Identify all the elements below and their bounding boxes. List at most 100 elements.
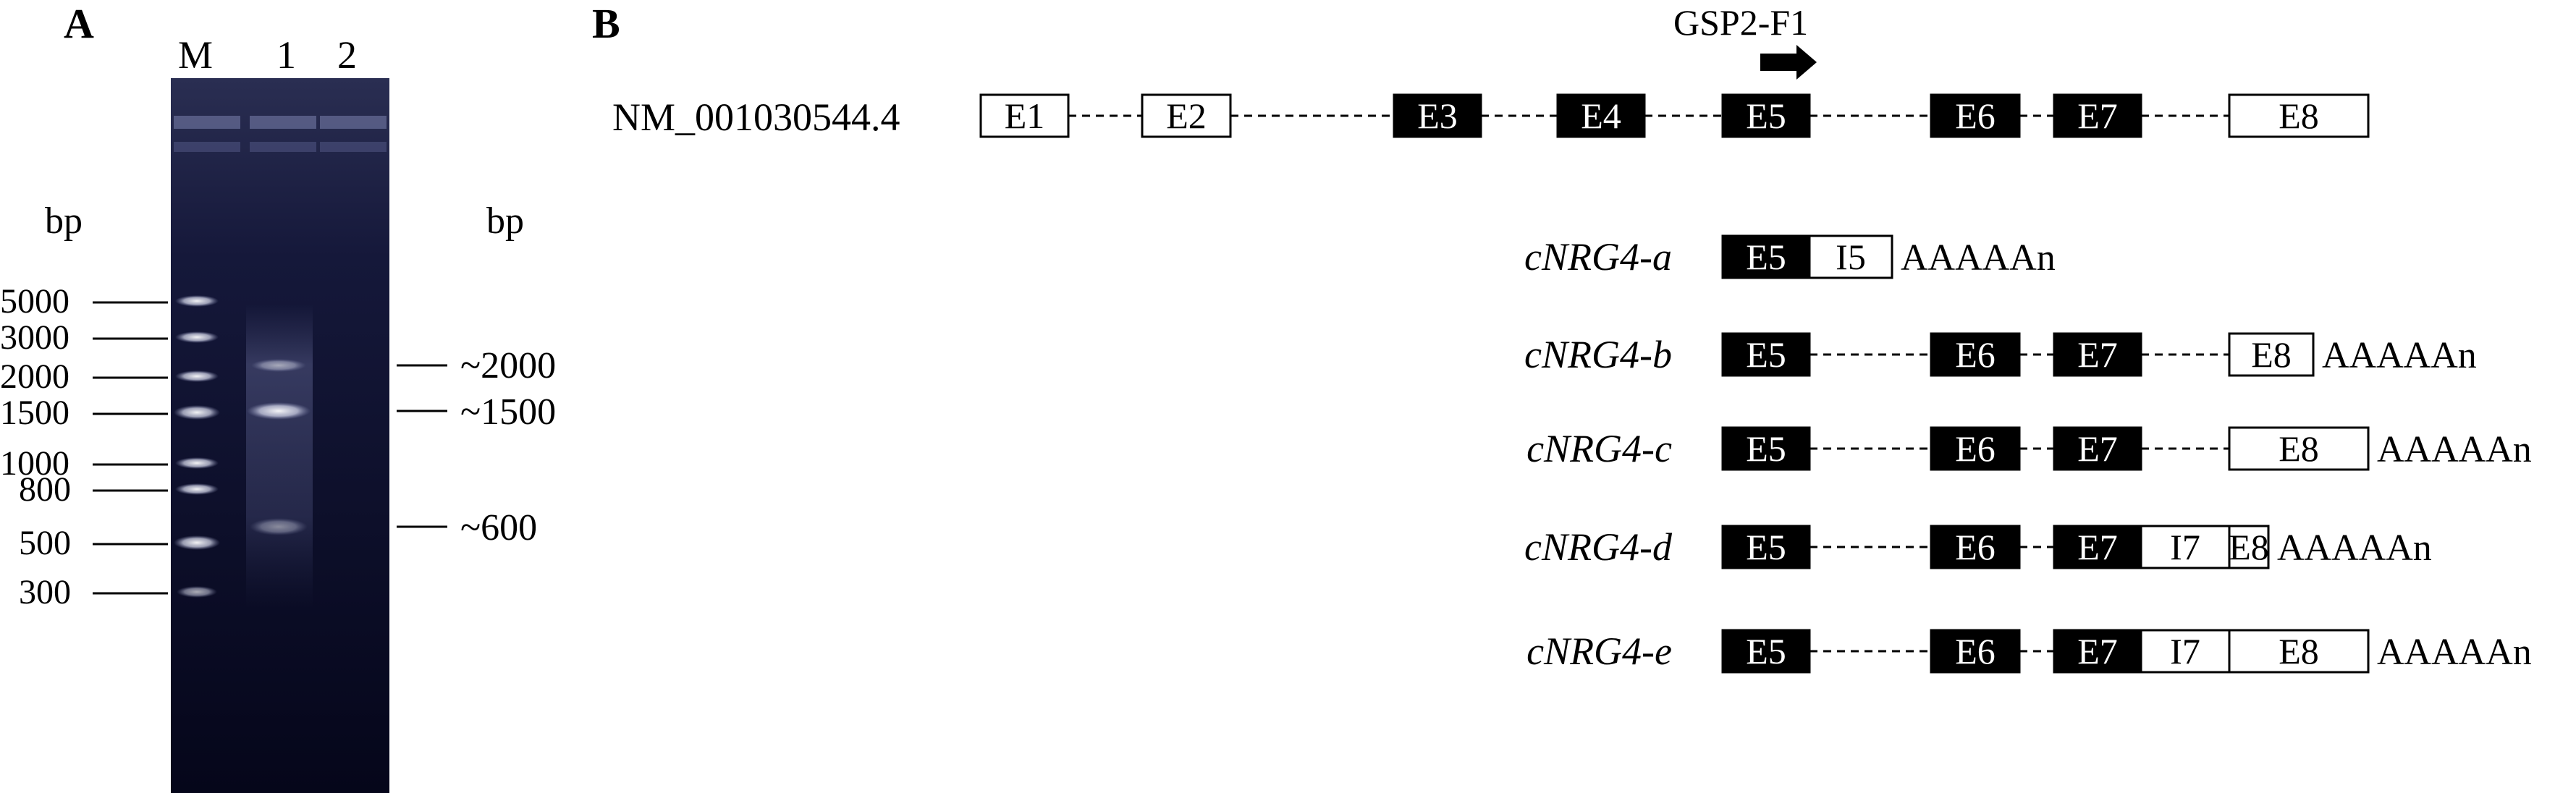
- segment-label-e6: E6: [1955, 334, 1996, 375]
- segment-label-e8: E8: [2279, 428, 2319, 469]
- segment-label-e2: E2: [1166, 96, 1207, 136]
- ladder-label-500: 500: [19, 524, 71, 562]
- sample-band-1500: [247, 402, 311, 420]
- band-label-2000: ~2000: [460, 345, 556, 386]
- isoform-name: cNRG4-e: [1526, 629, 1672, 673]
- segment-box-e6: [1930, 525, 2021, 569]
- segment-label-e5: E5: [1746, 237, 1786, 277]
- gel-well: [250, 142, 316, 152]
- segment-box-e6: [1930, 332, 2021, 377]
- ladder-band-1000: [175, 457, 219, 469]
- ladder-label-1500: 1500: [0, 394, 69, 432]
- segment-label-e8: E8: [2251, 334, 2292, 375]
- gel-well: [250, 116, 316, 129]
- segment-label-e8: E8: [2279, 631, 2319, 671]
- primer-label: GSP2-F1: [1673, 2, 1808, 43]
- segment-box-e2: [1141, 93, 1232, 138]
- segment-label-e6: E6: [1955, 96, 1996, 136]
- segment-box-i5: [1808, 234, 1893, 279]
- gel-well: [174, 142, 240, 152]
- panel-b-letter: B: [592, 0, 620, 47]
- segment-box-e8: [2228, 629, 2370, 674]
- ladder-ticks: [93, 301, 168, 595]
- ladder-label-3000: 3000: [0, 318, 69, 357]
- reference-name: NM_001030544.4: [612, 96, 900, 139]
- segment-label-i7: I7: [2170, 527, 2200, 567]
- band-label-600: ~600: [460, 507, 537, 548]
- ladder-label-5000: 5000: [0, 282, 69, 321]
- isoform-name: cNRG4-a: [1524, 235, 1672, 279]
- segment-box-e7: [2053, 93, 2142, 138]
- segment-label-e6: E6: [1955, 428, 1996, 469]
- segment-box-e8: [2228, 525, 2270, 569]
- bp-label-left: bp: [45, 200, 83, 242]
- ladder-band-800: [175, 483, 219, 495]
- segment-label-e7: E7: [2077, 631, 2118, 671]
- segment-box-e1: [979, 93, 1070, 138]
- polya-tail: AAAAAn: [2377, 632, 2532, 673]
- segment-label-e5: E5: [1746, 96, 1786, 136]
- ladder-band-5000: [175, 295, 219, 307]
- segment-label-e6: E6: [1955, 527, 1996, 567]
- segment-label-e1: E1: [1005, 96, 1045, 136]
- gel-well: [320, 116, 387, 129]
- segment-box-e6: [1930, 93, 2021, 138]
- segment-box-e5: [1721, 234, 1811, 279]
- segment-box-e5: [1721, 629, 1811, 674]
- segment-box-e5: [1721, 426, 1811, 471]
- reference-track: E1 E2 E3 E4 E5 E6 E7 E8: [979, 93, 2370, 138]
- segment-label-e4: E4: [1581, 96, 1621, 136]
- segment-label-e5: E5: [1746, 334, 1786, 375]
- segment-box-e6: [1930, 629, 2021, 674]
- segment-box-e5: [1721, 93, 1811, 138]
- segment-box-e5: [1721, 332, 1811, 377]
- segment-label-i5: I5: [1836, 237, 1866, 277]
- panel-a-letter: A: [64, 0, 94, 47]
- segment-label-i7: I7: [2170, 631, 2200, 671]
- isoform-cnrg4-a: cNRG4-a E5 I5 AAAAAn: [1524, 234, 2056, 279]
- polya-tail: AAAAAn: [2377, 429, 2532, 470]
- sample-band-2000: [251, 359, 306, 372]
- ladder-band-500: [174, 535, 220, 550]
- polya-tail: AAAAAn: [1901, 237, 2056, 279]
- segment-label-e5: E5: [1746, 428, 1786, 469]
- gel-well: [320, 142, 387, 152]
- segment-label-e7: E7: [2077, 527, 2118, 567]
- isoform-name: cNRG4-b: [1524, 333, 1672, 376]
- segment-label-e8: E8: [2279, 96, 2319, 136]
- segment-box-e8: [2228, 93, 2370, 138]
- segment-box-e7: [2053, 525, 2142, 569]
- gel-image: [171, 78, 389, 793]
- bp-label-right: bp: [486, 200, 524, 242]
- segment-box-e7: [2053, 426, 2142, 471]
- ladder-label-800: 800: [19, 470, 71, 509]
- polya-tail: AAAAAn: [2277, 527, 2432, 569]
- lane1-smear: [246, 304, 313, 608]
- ladder-band-2000: [175, 370, 219, 382]
- isoform-name: cNRG4-d: [1524, 525, 1673, 569]
- polya-tail: AAAAAn: [2322, 335, 2477, 376]
- isoform-name: cNRG4-c: [1526, 427, 1672, 470]
- ladder-bands: [174, 295, 220, 598]
- lane-label-2: 2: [337, 33, 357, 77]
- segment-box-e8: [2228, 426, 2370, 471]
- segment-box-i7: [2140, 525, 2231, 569]
- ladder-label-1000: 1000: [0, 444, 69, 483]
- segment-label-e5: E5: [1746, 631, 1786, 671]
- ladder-band-300: [177, 586, 217, 598]
- band-markers: ~2000 ~1500 ~600: [397, 345, 556, 548]
- segment-label-e5: E5: [1746, 527, 1786, 567]
- lane-label-1: 1: [276, 33, 296, 77]
- segment-label-e7: E7: [2077, 96, 2118, 136]
- band-label-1500: ~1500: [460, 391, 556, 433]
- segment-label-e8: E8: [2229, 527, 2269, 567]
- segment-label-e3: E3: [1417, 96, 1458, 136]
- segment-box-e8: [2228, 332, 2315, 377]
- ladder-band-3000: [175, 331, 219, 343]
